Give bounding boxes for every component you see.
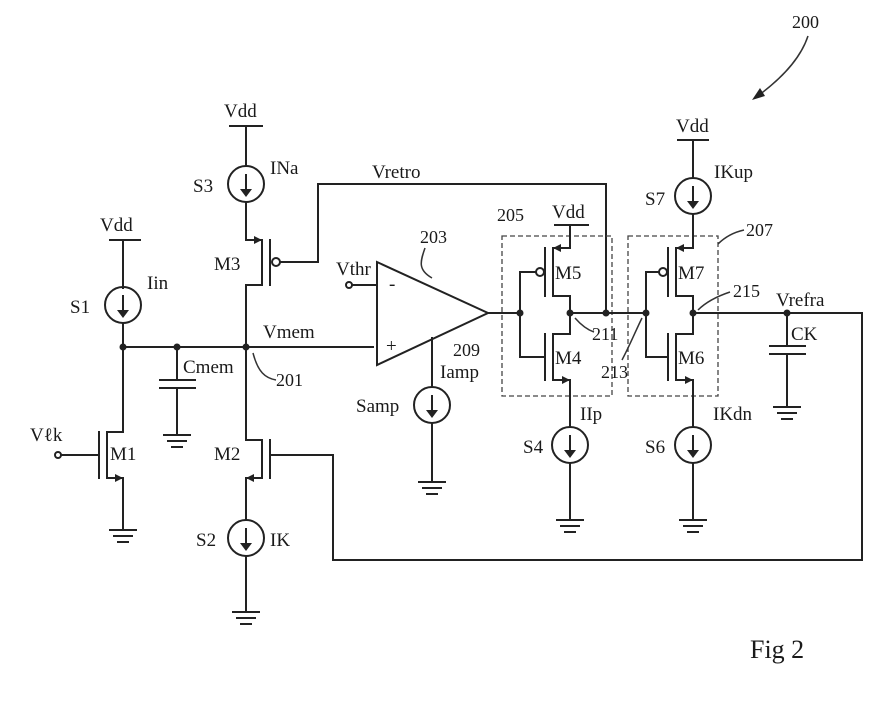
s3-current-source-branch: Vdd S3 INa [193, 101, 299, 241]
vdd-label-s1: Vdd [100, 215, 133, 236]
inverter-205-box [501, 235, 613, 397]
ck-label: CK [791, 324, 818, 345]
m2-transistor: M2 [214, 439, 863, 561]
cmem-capacitor: Cmem [159, 346, 234, 448]
ref-arrow-head [752, 88, 765, 100]
s6-label: S6 [645, 437, 665, 458]
cmem-label: Cmem [183, 357, 234, 378]
vrefra-label: Vrefra [776, 290, 825, 311]
m2-label: M2 [214, 444, 240, 465]
m3-transistor: M3 Vretro [214, 162, 607, 441]
m5-label: M5 [555, 263, 581, 284]
iin-label: Iin [147, 273, 169, 294]
s2-current-source: S2 IK [196, 519, 290, 625]
ref-209: 209 [453, 340, 480, 360]
ref-215: 215 [733, 281, 760, 301]
vdd-label-s7: Vdd [676, 116, 709, 137]
ref-205: 205 [497, 205, 524, 225]
m4-label: M4 [555, 348, 582, 369]
vdd-label-s3: Vdd [224, 101, 257, 122]
ikup-label: IKup [714, 162, 753, 183]
figure-caption: Fig 2 [750, 635, 804, 664]
ref-213: 213 [601, 362, 628, 382]
ck-capacitor: Vrefra CK [769, 290, 863, 561]
inverter-207: 207 213 Vdd S7 IKup M7 M6 [601, 116, 863, 533]
m1-transistor: M1 Vℓk [30, 425, 137, 543]
iamp-label: Iamp [440, 362, 479, 383]
m3-label: M3 [214, 254, 240, 275]
s1-label: S1 [70, 297, 90, 318]
samp-label: Samp [356, 396, 399, 417]
ref-arrow [754, 35, 809, 99]
m7-label: M7 [678, 263, 704, 284]
ikdn-label: IKdn [713, 404, 753, 425]
m6-label: M6 [678, 348, 704, 369]
inverter-205: 205 Vdd M5 M4 211 [497, 202, 647, 533]
ref-203: 203 [420, 227, 447, 247]
ik-label: IK [270, 530, 290, 551]
figure-ref-number: 200 [792, 12, 819, 32]
amp-minus-label: - [389, 274, 395, 295]
ina-label: INa [270, 158, 299, 179]
vmem-label: Vmem [263, 322, 315, 343]
s2-label: S2 [196, 530, 216, 551]
comparator-203: - + Vthr 203 Samp Iamp 209 [336, 227, 491, 495]
vretro-label: Vretro [372, 162, 420, 183]
amp-plus-label: + [386, 336, 397, 357]
ref-211: 211 [592, 324, 618, 344]
inverter-207-box [627, 235, 719, 397]
s7-label: S7 [645, 189, 665, 210]
vdd-label-m5: Vdd [552, 202, 585, 223]
vthr-label: Vthr [336, 259, 372, 280]
s4-label: S4 [523, 437, 544, 458]
s1-current-source-branch: Vdd S1 Iin [70, 215, 169, 433]
s3-label: S3 [193, 176, 213, 197]
ref-207: 207 [746, 220, 773, 240]
ref-201: 201 [276, 370, 303, 390]
m1-label: M1 [110, 444, 136, 465]
vlk-label: Vℓk [30, 425, 63, 446]
iip-label: IIp [580, 404, 602, 425]
